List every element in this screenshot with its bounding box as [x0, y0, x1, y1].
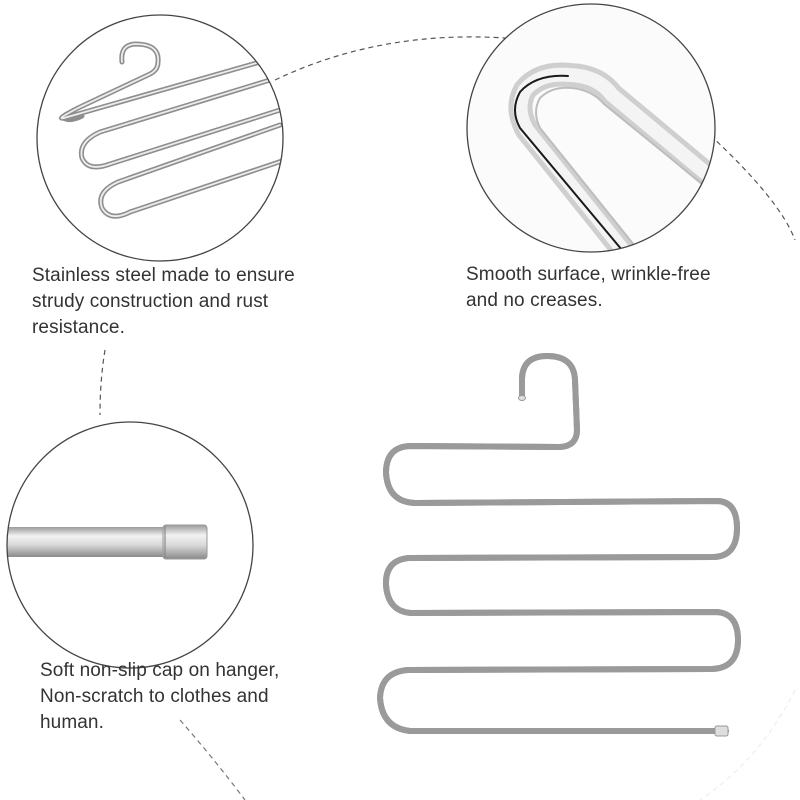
caption-line: resistance.: [32, 317, 125, 338]
caption-line: and no creases.: [466, 290, 603, 311]
feature-caption-stainless-steel: Stainless steel made to ensure strudy co…: [32, 263, 295, 341]
caption-line: Smooth surface, wrinkle-free: [466, 264, 711, 285]
caption-line: strudy construction and rust: [32, 291, 269, 312]
caption-line: Stainless steel made to ensure: [32, 265, 295, 286]
feature-caption-smooth-surface: Smooth surface, wrinkle-free and no crea…: [466, 262, 711, 314]
caption-line: Soft non-slip cap on hanger,: [40, 660, 280, 681]
caption-line: human.: [40, 712, 104, 733]
caption-line: Non-scratch to clothes and: [40, 686, 269, 707]
feature-caption-non-slip-cap: Soft non-slip cap on hanger, Non-scratch…: [40, 658, 279, 736]
